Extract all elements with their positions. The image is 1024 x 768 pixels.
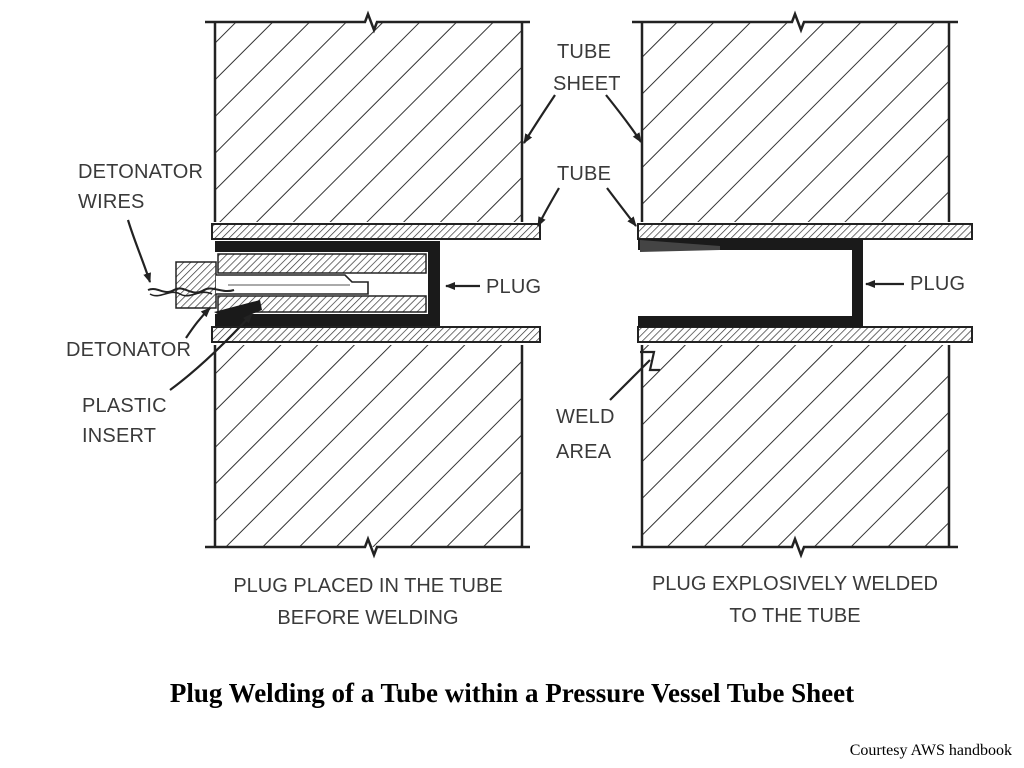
plug-label-right: PLUG [910, 273, 965, 295]
tube-sheet-label-line2: SHEET [553, 73, 621, 95]
plastic-insert-label-line2: INSERT [82, 425, 156, 447]
right-welded-plug [638, 239, 863, 327]
leader-arrows [126, 94, 904, 401]
left-caption-line1: PLUG PLACED IN THE TUBE [233, 575, 502, 597]
right-tube [637, 223, 973, 343]
detonator-wires-label-line2: WIRES [78, 191, 145, 213]
right-caption-line1: PLUG EXPLOSIVELY WELDED [652, 573, 938, 595]
weld-area-label-line2: AREA [556, 441, 612, 463]
slide-title: Plug Welding of a Tube within a Pressure… [169, 678, 855, 708]
detonator-label: DETONATOR [66, 339, 191, 361]
left-tube-sheet [205, 10, 530, 559]
right-tube-sheet [632, 10, 958, 559]
tube-label: TUBE [557, 163, 611, 185]
plastic-insert-label-line1: PLASTIC [82, 395, 167, 417]
left-caption-line2: BEFORE WELDING [277, 607, 458, 629]
weld-area-label-line1: WELD [556, 406, 615, 428]
detonator-wires-label-line1: DETONATOR [78, 161, 203, 183]
plug-label-left: PLUG [486, 276, 541, 298]
left-tube [211, 223, 541, 343]
left-plug-assembly [147, 241, 440, 326]
image-credit: Courtesy AWS handbook [849, 742, 1012, 759]
tube-sheet-label-line1: TUBE [557, 41, 611, 63]
right-caption-line2: TO THE TUBE [729, 605, 860, 627]
